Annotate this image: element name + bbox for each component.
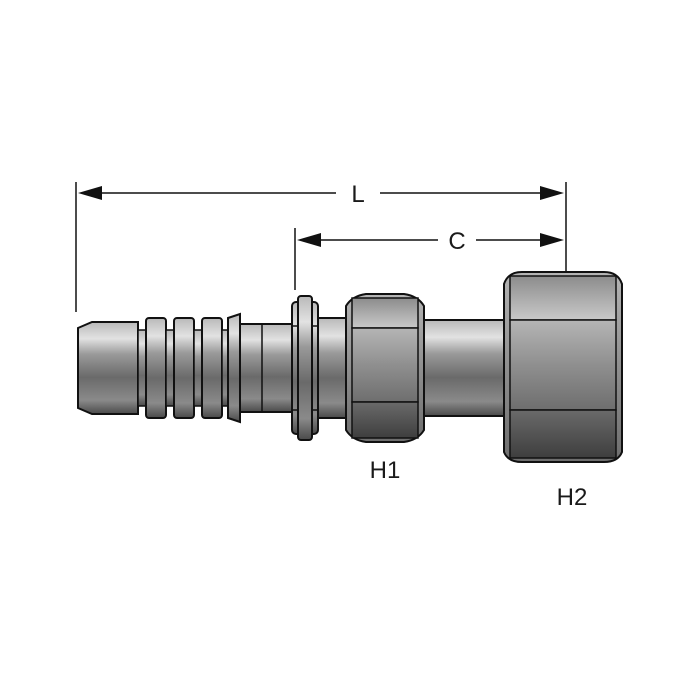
collar-neck bbox=[317, 317, 347, 419]
hex-h2: H2 bbox=[503, 271, 623, 511]
dimension-l: L bbox=[75, 181, 567, 312]
stem-groove bbox=[137, 329, 147, 407]
dimension-c: C bbox=[294, 228, 564, 290]
stem-barb-2 bbox=[173, 317, 195, 419]
hex-h1-face-bottom bbox=[351, 401, 419, 439]
stem-barb-3 bbox=[201, 317, 223, 419]
stem-groove bbox=[193, 329, 203, 407]
stem-barb-1 bbox=[145, 317, 167, 419]
hex-h2-face-mid bbox=[509, 319, 617, 411]
collar bbox=[291, 295, 347, 441]
hex-h2-face-top bbox=[509, 275, 617, 321]
stem-shank bbox=[239, 323, 293, 413]
label-h2: H2 bbox=[557, 484, 588, 511]
stem-shoulder bbox=[227, 312, 241, 424]
arrowhead-c-left-icon bbox=[297, 233, 321, 247]
hex-h2-face-bottom bbox=[509, 409, 617, 459]
dimension-label-c: C bbox=[448, 228, 465, 255]
hex-h1-face-top bbox=[351, 297, 419, 329]
stem-groove bbox=[165, 329, 175, 407]
collar-inner-ring bbox=[297, 295, 313, 441]
arrowhead-left-icon bbox=[78, 186, 102, 200]
label-h1: H1 bbox=[370, 457, 401, 484]
hex-h1: H1 bbox=[345, 293, 425, 484]
arrowhead-right-icon bbox=[540, 186, 564, 200]
stem-tip bbox=[77, 321, 139, 415]
dimension-label-l: L bbox=[351, 181, 364, 208]
connector-tube bbox=[423, 319, 505, 417]
hose-stem bbox=[77, 312, 293, 424]
arrowhead-c-right-icon bbox=[540, 233, 564, 247]
tube-body bbox=[423, 319, 505, 417]
hex-h1-face-mid bbox=[351, 327, 419, 403]
